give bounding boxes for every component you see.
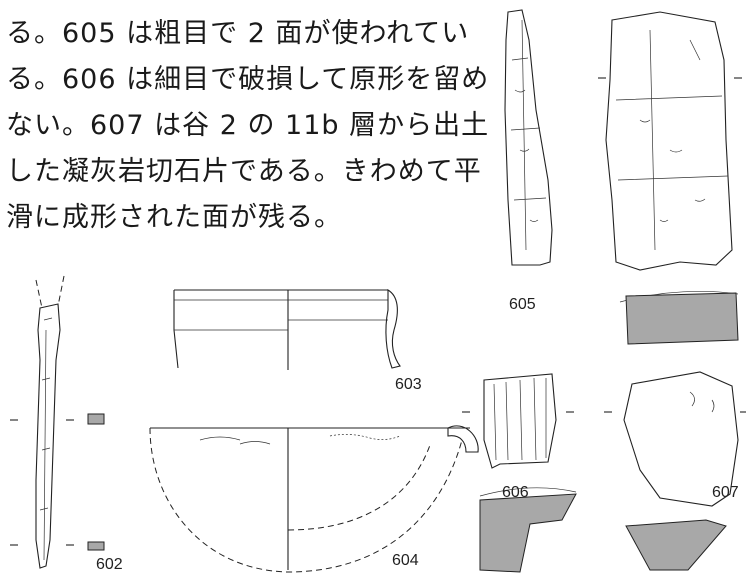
drawing-602: [10, 275, 105, 569]
drawing-607: [604, 371, 746, 571]
drawing-604: [149, 425, 479, 573]
drawing-605: [504, 9, 742, 345]
text-line-1: る。605 は粗目で 2 面が使われてい: [6, 18, 470, 49]
text-line-5: 滑に成形された面が残る。: [6, 202, 342, 233]
figure-label-604: 604: [392, 552, 419, 569]
drawing-606: [462, 373, 577, 573]
drawing-603: [173, 289, 401, 370]
figure-label-606: 606: [502, 484, 529, 501]
figure-label-603: 603: [395, 376, 422, 393]
figure-label-602: 602: [96, 556, 123, 573]
figure-label-605: 605: [509, 296, 536, 313]
text-line-3: ない。607 は谷 2 の 11b 層から出土: [6, 110, 490, 141]
text-line-4: した凝灰岩切石片である。きわめて平: [6, 156, 482, 187]
text-line-2: る。606 は細目で破損して原形を留め: [6, 64, 490, 95]
figure-label-607: 607: [712, 484, 739, 501]
